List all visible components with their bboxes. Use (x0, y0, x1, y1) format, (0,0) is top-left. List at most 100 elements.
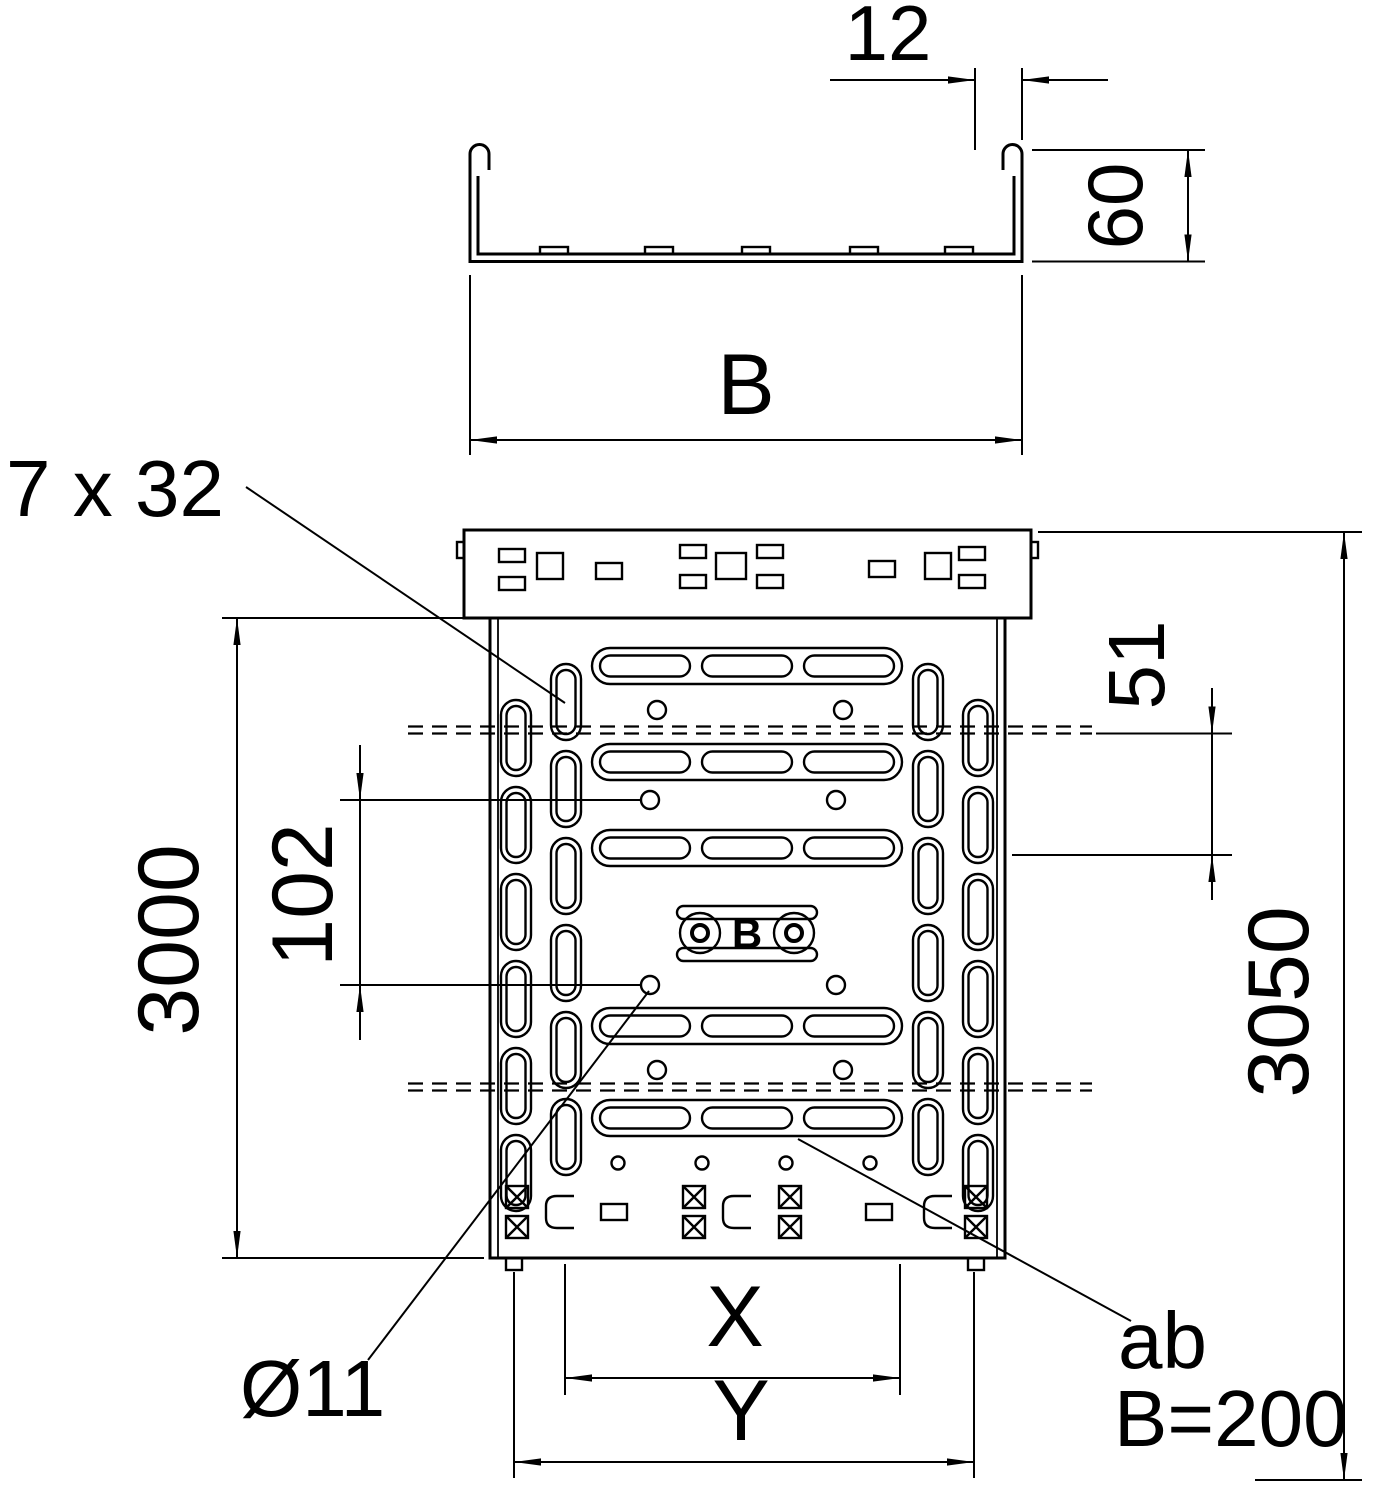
callout-slot-size: 7 x 32 (6, 444, 566, 704)
c-slot (922, 1194, 954, 1230)
c-slot (544, 1194, 576, 1230)
side-slot (911, 662, 945, 742)
plate-hole (678, 573, 708, 590)
break-lines (408, 725, 1092, 1092)
plate-hole (864, 1202, 894, 1222)
dim-label-102: 102 (255, 823, 351, 967)
right-coupler-tab (1029, 540, 1040, 560)
round-hole (694, 1155, 710, 1171)
dimension-end-offset-51: 51 (1012, 621, 1232, 900)
side-slot (499, 872, 533, 952)
side-slot (549, 662, 583, 742)
plate-hole (957, 545, 987, 562)
plate-hole (497, 547, 527, 564)
side-slot (499, 1046, 533, 1126)
end-plate-holes (497, 543, 987, 592)
round-holes (610, 699, 878, 1171)
round-hole (832, 1059, 854, 1081)
dim-label-51: 51 (1092, 621, 1181, 710)
dimension-flange-12: 12 (830, 0, 1108, 150)
side-slot (911, 1010, 945, 1090)
label-hole-diameter: Ø11 (240, 1344, 385, 1433)
bottom-slot-row (590, 828, 904, 868)
dim-label-y: Y (712, 1363, 769, 1459)
round-hole (610, 1155, 626, 1171)
screw-hole (777, 1214, 803, 1240)
side-slot (961, 872, 995, 952)
round-hole (778, 1155, 794, 1171)
dimension-overall-3050: 3050 (1038, 531, 1362, 1481)
side-slot (499, 698, 533, 778)
plate-hole (599, 1202, 629, 1222)
screw-hole (681, 1184, 707, 1210)
plate-hole (755, 543, 785, 560)
dimension-length-3000: 3000 (121, 617, 484, 1259)
side-slot (549, 1097, 583, 1177)
side-slot (961, 1046, 995, 1126)
side-slot (911, 836, 945, 916)
round-hole (639, 789, 661, 811)
screw-hole (963, 1214, 989, 1240)
callout-hole-diameter: Ø11 (240, 990, 650, 1433)
side-slot (911, 923, 945, 1003)
round-hole (832, 699, 854, 721)
obo-logo: B (675, 904, 819, 963)
dim-label-3050: 3050 (1231, 906, 1327, 1097)
round-hole (639, 974, 661, 996)
perforation-mark (740, 245, 772, 256)
bottom-left-hook (504, 1256, 524, 1272)
logo-top-bar (675, 904, 819, 921)
plate-hole (923, 551, 953, 581)
side-slot (911, 749, 945, 829)
side-slot (499, 785, 533, 865)
screw-hole (681, 1214, 707, 1240)
c-slot (721, 1194, 753, 1230)
round-hole (862, 1155, 878, 1171)
dimension-height-60: 60 (1032, 149, 1205, 263)
bottom-right-hook (966, 1256, 986, 1272)
side-slot (911, 1097, 945, 1177)
dimension-x: X (564, 1264, 901, 1395)
plate-hole (755, 573, 785, 590)
plate-hole (497, 575, 527, 592)
note-b200: B=200 (1114, 1374, 1348, 1463)
dimension-width-b: B (469, 275, 1023, 455)
dimension-hole-spacing-102: 102 (255, 745, 640, 1040)
perforation-mark (643, 245, 675, 256)
side-slot (549, 1010, 583, 1090)
logo-left-circle (678, 911, 722, 955)
logo-right-circle (772, 911, 816, 955)
connector-holes (504, 1184, 989, 1240)
dim-label-12: 12 (845, 0, 932, 77)
logo-bottom-bar (675, 946, 819, 963)
plate-hole (714, 551, 748, 581)
round-hole (825, 974, 847, 996)
screw-hole (504, 1214, 530, 1240)
perforation-mark (943, 245, 975, 256)
tray-outer-profile (468, 143, 1024, 263)
logo-left-dot (690, 923, 710, 943)
bottom-slot-row (590, 1098, 904, 1138)
plate-hole (867, 559, 897, 579)
dimension-y: Y (513, 1272, 975, 1478)
logo-right-dot (784, 923, 804, 943)
label-slot-size: 7 x 32 (6, 444, 224, 533)
bottom-slot-row (590, 742, 904, 782)
dimensions: 12 60 B 3000 (6, 0, 1362, 1481)
callout-note: ab B=200 (797, 1138, 1348, 1463)
side-slot (961, 959, 995, 1039)
round-hole (825, 789, 847, 811)
plate-hole (594, 561, 624, 581)
side-slot (499, 959, 533, 1039)
round-hole (646, 1059, 668, 1081)
side-slot (549, 749, 583, 829)
plate-hole (535, 551, 565, 581)
bottom-slot-row (590, 1006, 904, 1046)
bottom-slot-rows (590, 646, 904, 1138)
obo-logo-letter: B (732, 910, 762, 957)
screw-hole (777, 1184, 803, 1210)
plan-view: B (455, 528, 1040, 1272)
side-slot (961, 785, 995, 865)
side-slot (549, 923, 583, 1003)
